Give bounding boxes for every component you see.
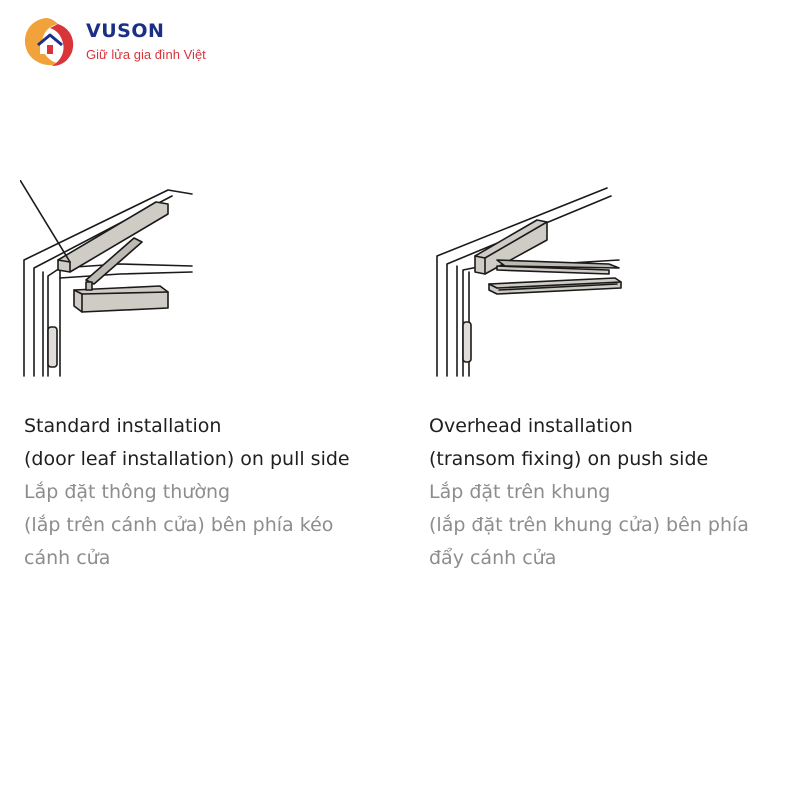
brand-tagline: Giữ lửa gia đình Việt [86,47,206,62]
caption-vi-line: đẩy cánh cửa [429,547,557,569]
standard-installation-captions: Standard installation (door leaf install… [24,410,404,575]
caption-vi-line: (lắp đặt trên khung cửa) bên phía [429,514,749,536]
caption-en-line: (transom fixing) on push side [429,448,709,470]
caption-vi-line: Lắp đặt thông thường [24,481,231,503]
brand-logo: VUSON Giữ lửa gia đình Việt [20,10,240,70]
standard-installation-illustration [20,180,193,377]
caption-en-line: Standard installation [24,415,222,437]
overhead-installation-illustration [436,187,622,377]
caption-vi-line: cánh cửa [24,547,111,569]
house-flame-icon [24,18,74,66]
brand-name: VUSON [86,20,165,42]
overhead-installation-captions: Overhead installation (transom fixing) o… [429,410,800,575]
caption-en-line: Overhead installation [429,415,633,437]
caption-vi-line: Lắp đặt trên khung [429,481,611,503]
caption-en-line: (door leaf installation) on pull side [24,448,350,470]
caption-vi-line: (lắp trên cánh cửa) bên phía kéo [24,514,334,536]
